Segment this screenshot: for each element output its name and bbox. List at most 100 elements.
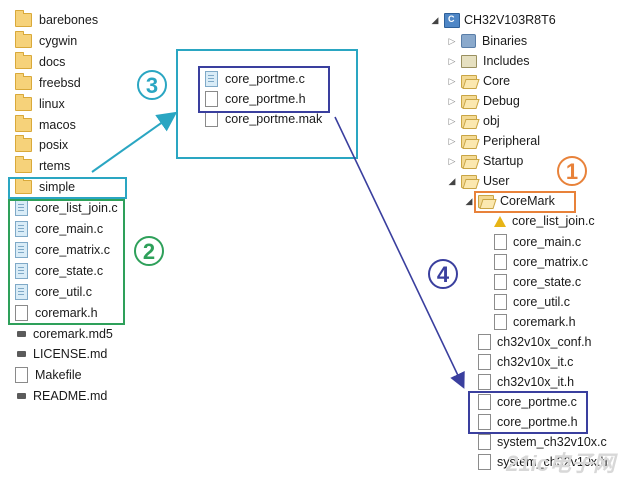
tree-item[interactable]: ▷ Peripheral [447, 131, 540, 151]
item-label: barebones [39, 13, 99, 27]
collapse-arrow-icon[interactable]: ▷ [448, 95, 456, 106]
file-list-item[interactable]: core_util.c [15, 282, 92, 302]
folder-icon [15, 10, 32, 27]
file-list-item[interactable]: README.md [15, 386, 107, 406]
file-list-item[interactable]: docs [15, 51, 65, 72]
folder-icon [461, 74, 477, 88]
file-list-item[interactable]: core_portme.h [205, 89, 306, 109]
markdown-file-icon [17, 330, 26, 337]
c-file-icon [494, 233, 507, 250]
tree-item[interactable]: ▷Startup [447, 151, 524, 171]
tree-item[interactable]: ▷ Includes [447, 51, 530, 71]
item-label: obj [483, 114, 500, 129]
item-label: core_matrix.c [513, 254, 589, 269]
c-file-icon [478, 393, 491, 410]
tree-item[interactable]: core_util.c [480, 292, 570, 312]
item-label: core_portme.mak [225, 112, 323, 126]
tree-item[interactable]: coremark.h [480, 312, 576, 332]
tree-item[interactable]: ▷ Core [447, 71, 511, 91]
expand-arrow-icon[interactable]: ◢ [448, 175, 456, 186]
file-list-item[interactable]: linux [15, 93, 65, 114]
tree-item[interactable]: core_list_join.c [480, 211, 595, 231]
header-file-icon [494, 313, 507, 330]
item-label: coremark.h [513, 314, 576, 329]
item-label: posix [39, 138, 69, 153]
folder-icon [461, 114, 477, 128]
file-list-item[interactable]: coremark.md5 [15, 324, 113, 344]
tree-item[interactable]: system_ch32v10x.c [464, 432, 607, 452]
item-label: LICENSE.md [33, 347, 108, 362]
c-source-file-icon [15, 262, 28, 279]
item-label: Peripheral [483, 134, 540, 149]
collapse-arrow-icon[interactable]: ▷ [448, 155, 456, 166]
tree-item[interactable]: ◢CoreMark [464, 191, 555, 211]
item-label: core_util.c [35, 284, 92, 299]
file-list-item[interactable]: core_main.c [15, 219, 103, 239]
file-list-item[interactable]: core_portme.mak [205, 109, 322, 129]
file-list-item[interactable]: Makefile [15, 365, 82, 385]
collapse-arrow-icon[interactable]: ▷ [448, 55, 456, 66]
file-list-item[interactable]: simple [15, 177, 75, 197]
folder-icon [461, 94, 477, 108]
tree-item[interactable]: core_state.c [480, 272, 581, 292]
tree-item[interactable]: ch32v10x_it.h [464, 372, 574, 392]
item-label: system_ch32v10x.h [497, 455, 608, 470]
file-list-item[interactable]: posix [15, 135, 68, 155]
item-label: macos [39, 117, 76, 132]
item-label: freebsd [39, 75, 81, 90]
tree-item[interactable]: ▷ Debug [447, 91, 520, 111]
expand-arrow-icon[interactable]: ◢ [465, 195, 473, 206]
file-list-item[interactable]: barebones [15, 10, 98, 30]
step-number-4: 4 [428, 259, 458, 289]
user-portme-highlight [468, 391, 588, 434]
tree-project-root[interactable]: ◢CH32V103R8T6 [430, 10, 556, 30]
c-source-file-icon [15, 221, 28, 237]
file-list-item[interactable]: freebsd [15, 72, 81, 93]
tree-item[interactable]: core_main.c [480, 232, 581, 252]
collapse-arrow-icon[interactable]: ▷ [448, 115, 456, 126]
tree-item[interactable]: system_ch32v10x.h [464, 452, 607, 472]
tree-item[interactable]: core_portme.c [464, 392, 577, 412]
file-list-item[interactable]: rtems [15, 156, 70, 176]
item-label: linux [39, 96, 65, 111]
markdown-file-icon [17, 393, 26, 400]
file-list-item[interactable]: coremark.h [15, 303, 98, 323]
tree-item[interactable]: core_portme.h [464, 412, 578, 432]
item-label: Includes [483, 54, 530, 69]
file-list-item[interactable]: core_state.c [15, 261, 103, 281]
item-label: README.md [33, 389, 108, 404]
arrow-simple-to-port [91, 111, 178, 173]
warning-icon [494, 215, 506, 227]
file-list-item[interactable]: core_list_join.c [15, 198, 118, 218]
item-label: ch32v10x_it.h [497, 374, 575, 389]
item-label: Debug [483, 94, 520, 109]
tree-item[interactable]: ◢ User [447, 171, 510, 191]
item-label: core_state.c [35, 263, 104, 278]
item-label: cygwin [39, 33, 78, 48]
collapse-arrow-icon[interactable]: ▷ [448, 135, 456, 146]
file-list-item[interactable]: macos [15, 114, 76, 135]
item-label: User [483, 174, 510, 189]
tree-item[interactable]: ▷ obj [447, 111, 500, 131]
header-file-icon [478, 413, 491, 430]
folder-icon [461, 174, 477, 188]
tree-item[interactable]: ch32v10x_conf.h [464, 332, 592, 352]
item-label: core_portme.c [225, 72, 305, 86]
item-label: Core [483, 74, 511, 89]
port-folder-highlight [176, 49, 358, 159]
tree-item[interactable]: ch32v10x_it.c [464, 352, 573, 372]
item-label: ch32v10x_conf.h [497, 334, 592, 349]
file-list-item[interactable]: core_matrix.c [15, 240, 110, 260]
collapse-arrow-icon[interactable]: ▷ [448, 75, 456, 86]
file-list-item[interactable]: core_portme.c [205, 69, 305, 89]
step-number-3: 3 [137, 70, 167, 100]
tree-item[interactable]: ▷Binaries [447, 31, 527, 51]
file-list-item[interactable]: LICENSE.md [15, 344, 107, 364]
tree-item[interactable]: core_matrix.c [480, 252, 588, 272]
collapse-arrow-icon[interactable]: ▷ [448, 35, 456, 46]
expand-arrow-icon[interactable]: ◢ [431, 14, 439, 25]
c-source-file-icon [15, 241, 28, 258]
item-label: core_portme.c [497, 394, 577, 409]
file-list-item[interactable]: cygwin [15, 30, 78, 51]
project-icon [444, 12, 460, 28]
